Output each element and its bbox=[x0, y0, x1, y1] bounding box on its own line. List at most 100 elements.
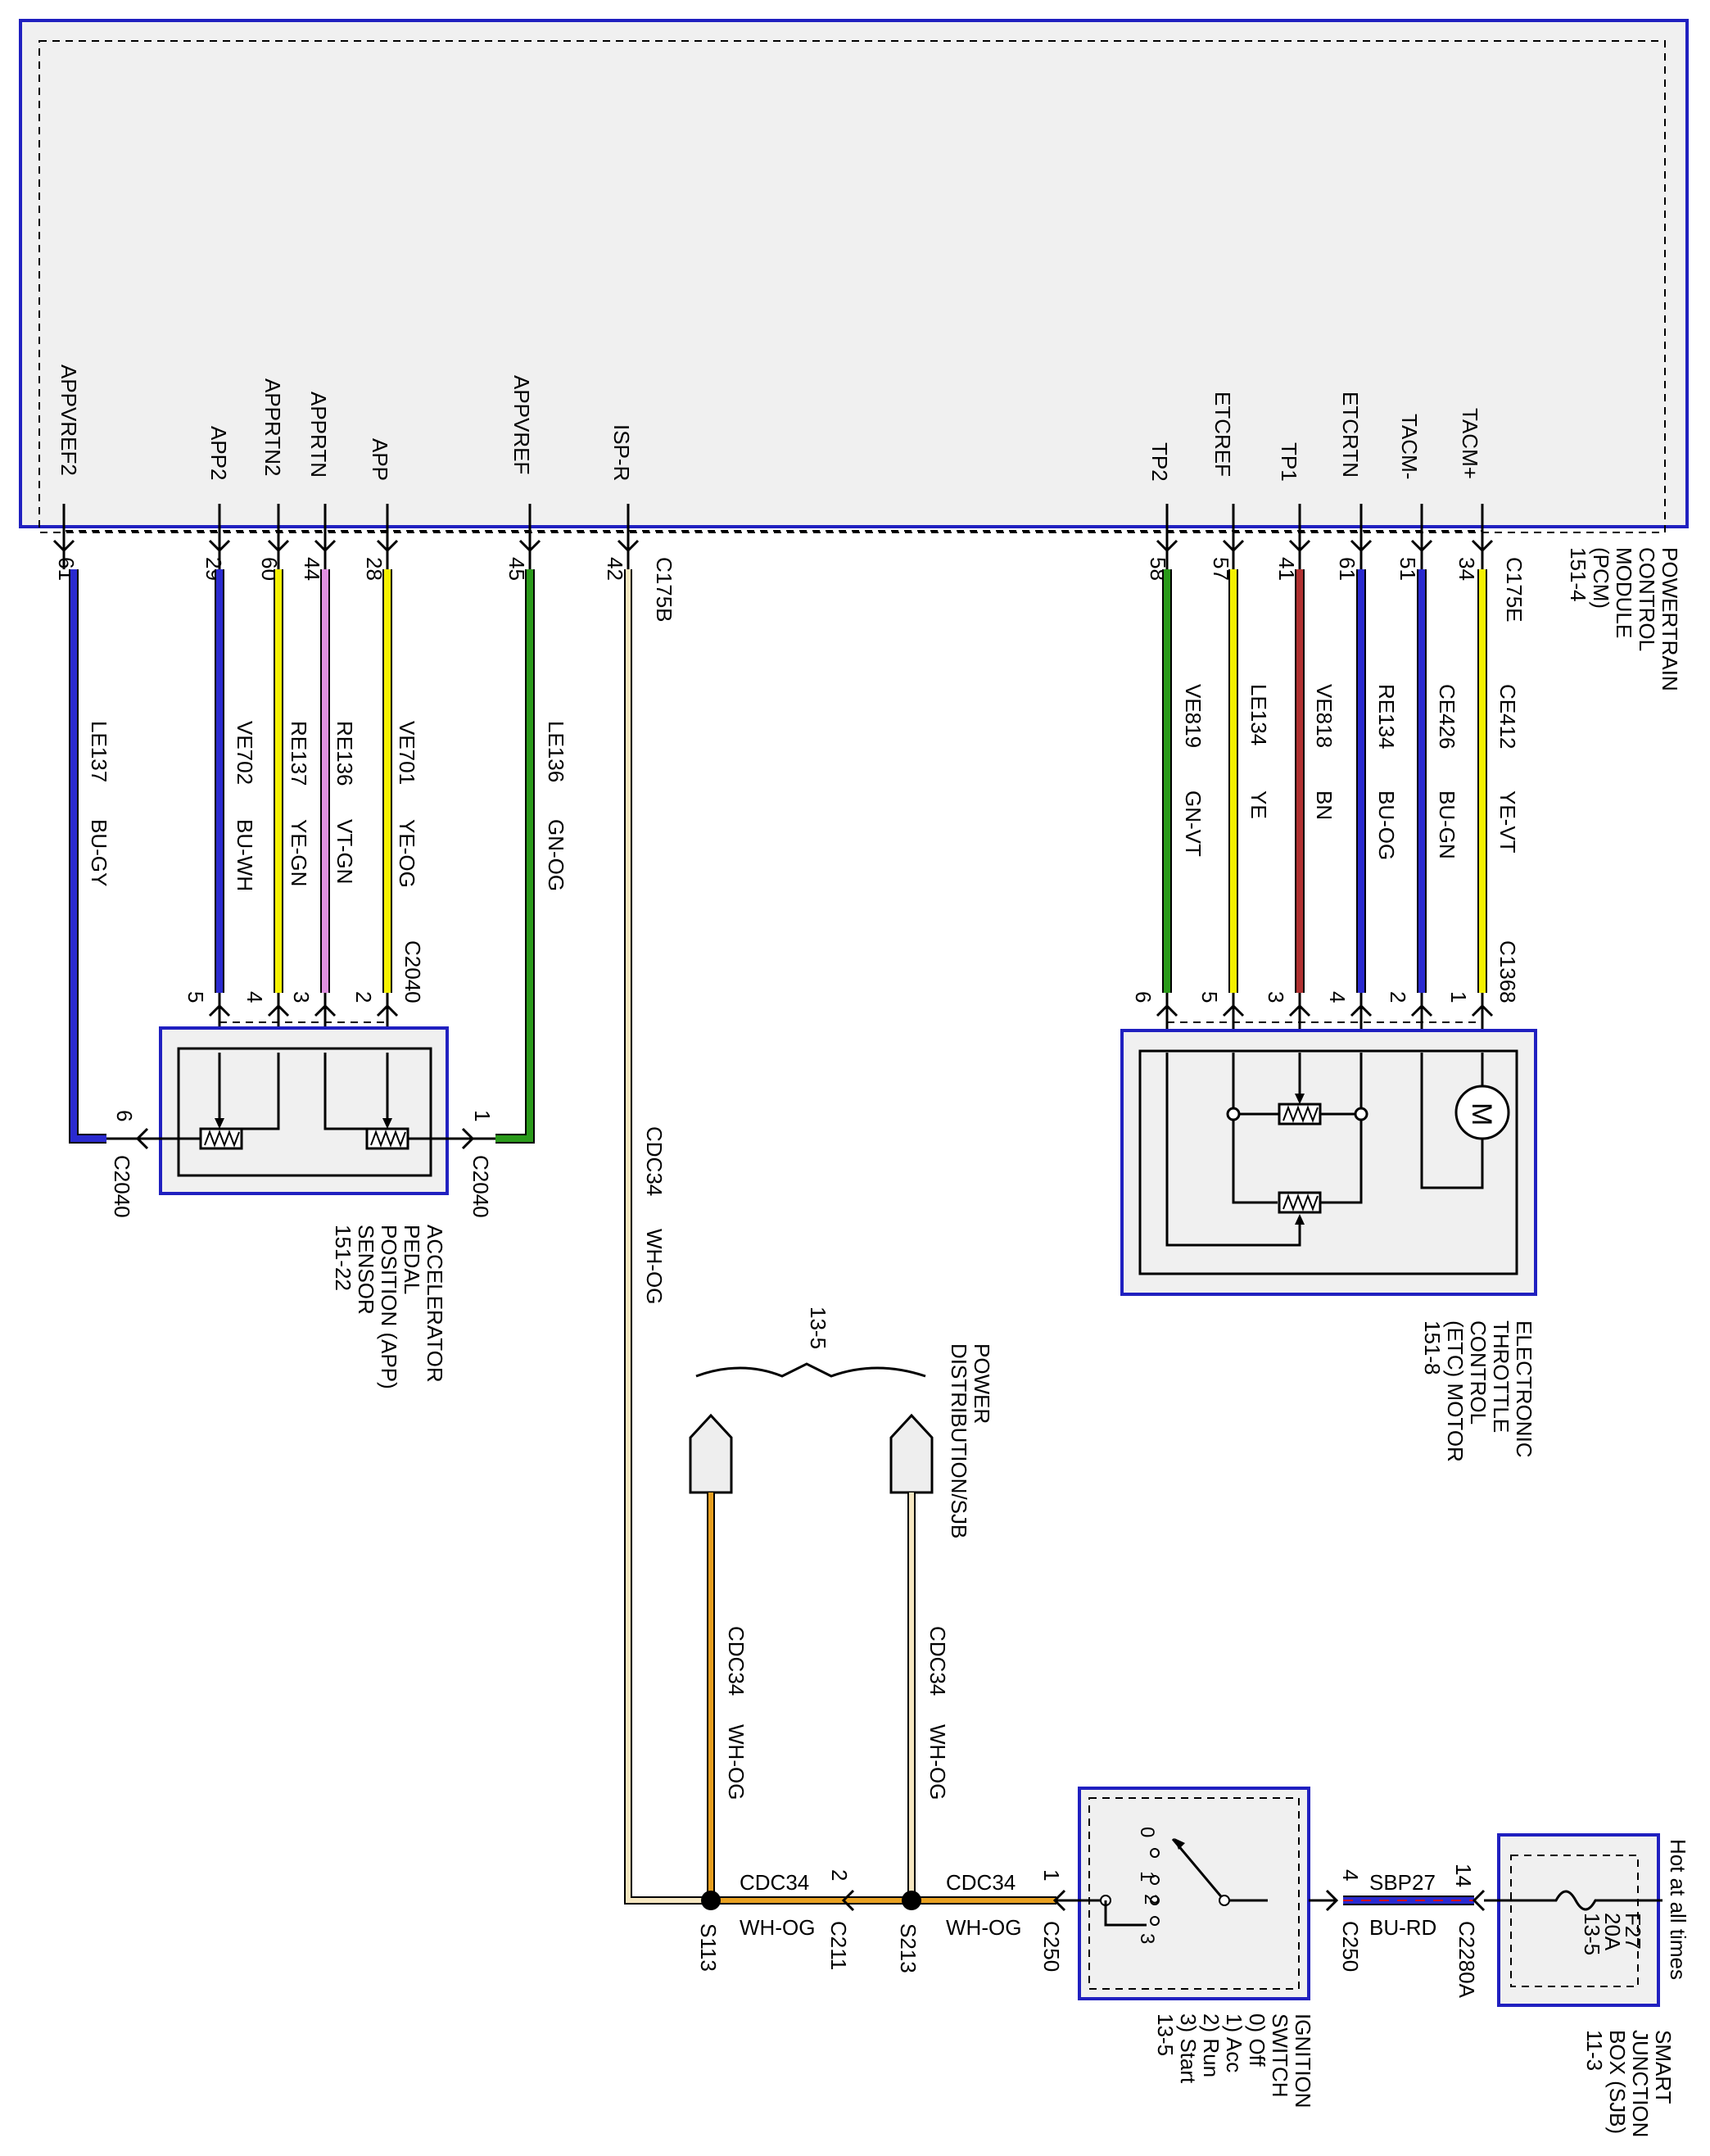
app-pin-1: 1 bbox=[470, 1110, 495, 1121]
pcm-arrow-2 bbox=[208, 504, 231, 569]
pcm-arrow-10 bbox=[1288, 504, 1311, 569]
label-bu-wh: BU-WH bbox=[233, 819, 257, 891]
label-ye-gn: YE-GN bbox=[287, 819, 311, 886]
sjb-label: SMART JUNCTION BOX (SJB) 11-3 bbox=[1582, 2030, 1676, 2137]
label-ve702: VE702 bbox=[233, 721, 257, 785]
pin-61-etc: 61 bbox=[1335, 557, 1359, 581]
pcm-outline bbox=[19, 19, 1689, 528]
signal-appvref: APPVREF bbox=[509, 375, 534, 474]
signal-tacm-plus: TACM+ bbox=[1458, 408, 1482, 479]
app-pin-5: 5 bbox=[183, 991, 208, 1003]
signal-app: APP bbox=[368, 438, 392, 481]
app-pin-6: 6 bbox=[112, 1110, 137, 1121]
etc-inner bbox=[1138, 1049, 1518, 1275]
pcm-connector-arrows bbox=[52, 504, 1494, 569]
wire-le137 bbox=[70, 569, 106, 1142]
etc-pin-1: 1 bbox=[1446, 991, 1471, 1003]
label-re136: RE136 bbox=[332, 721, 357, 786]
pcm-arrow-5 bbox=[376, 504, 399, 569]
pcm-arrow-9 bbox=[1222, 504, 1245, 569]
power-distribution: 13-5 POWER DISTRIBUTION/SJB CDC34 WH-OG … bbox=[689, 1307, 994, 1900]
app-left-arrow bbox=[106, 1127, 160, 1150]
app-right-arrow bbox=[447, 1127, 495, 1150]
connector-c2040-left: C2040 bbox=[110, 1155, 134, 1218]
wire-le136-outline bbox=[495, 569, 535, 1144]
connector-c175e: C175E bbox=[1502, 557, 1527, 623]
ign-contact-0 bbox=[1150, 1848, 1160, 1858]
label-gn-og: GN-OG bbox=[544, 819, 568, 891]
etc-int-etcref bbox=[1232, 1053, 1278, 1204]
signal-app2: APP2 bbox=[206, 426, 231, 481]
connector-c2040-right: C2040 bbox=[468, 1155, 493, 1218]
etc-int-etcrtn bbox=[1320, 1053, 1363, 1204]
label-ye-og: YE-OG bbox=[395, 819, 419, 888]
pin-34: 34 bbox=[1454, 557, 1479, 581]
etc-node-2 bbox=[1354, 1107, 1368, 1121]
etc-connector: C1368 6 5 3 4 2 1 bbox=[1131, 940, 1520, 1053]
app-int-wire-3 bbox=[323, 1053, 367, 1130]
pcm-arrow-7 bbox=[617, 504, 640, 569]
pcm-arrow-13 bbox=[1471, 504, 1494, 569]
pcm-name-line-4: (PCM) bbox=[1589, 547, 1613, 609]
etc-node-1 bbox=[1226, 1107, 1241, 1121]
pcm-name-line-3: MODULE bbox=[1612, 547, 1636, 638]
ignition-switch-label: IGNITION SWITCH 0) Off 1) Acc 2) Run 3) … bbox=[1153, 2013, 1315, 2108]
wire-isp bbox=[626, 569, 706, 1903]
ign-lever bbox=[1171, 1838, 1226, 1901]
app-sensor bbox=[106, 1026, 475, 1195]
label-ve819: VE819 bbox=[1181, 684, 1206, 748]
pd-terminal-1 bbox=[689, 1413, 733, 1494]
label-bu-gn: BU-GN bbox=[1435, 790, 1459, 859]
label-c211: C211 bbox=[826, 1921, 851, 1970]
ign-wire-start bbox=[1104, 1900, 1147, 1927]
pcm-label: POWERTRAIN CONTROL MODULE (PCM) 151-4 bbox=[1566, 547, 1682, 691]
pcm-arrow-4 bbox=[314, 504, 337, 569]
label-sbp27: SBP27 bbox=[1369, 1870, 1436, 1895]
etc-resistor-1 bbox=[1278, 1094, 1322, 1126]
etc-pin-3: 3 bbox=[1264, 991, 1288, 1003]
label-isp-wh-og: WH-OG bbox=[642, 1229, 667, 1304]
etc-int-tp2 bbox=[1165, 1053, 1301, 1247]
etc-name-line-1: ELECTRONIC bbox=[1512, 1320, 1536, 1458]
page-ref-brace bbox=[695, 1362, 926, 1378]
sjb-name-line-2: JUNCTION bbox=[1628, 2030, 1653, 2137]
wire-le136 bbox=[495, 569, 533, 1142]
signal-tp1: TP1 bbox=[1277, 442, 1301, 482]
app-sensor-inner bbox=[177, 1047, 432, 1177]
signal-etcrtn: ETCRTN bbox=[1338, 392, 1363, 478]
sjb-outline bbox=[1497, 1833, 1660, 2007]
smart-junction-box: F27 20A 13-5 Hot at all times bbox=[1484, 1833, 1690, 2007]
ign-pos-1: 1 bbox=[1136, 1871, 1158, 1882]
etc-wires bbox=[1162, 569, 1487, 993]
etc-pin-4: 4 bbox=[1325, 991, 1350, 1003]
pcm-name-line-5: 151-4 bbox=[1566, 547, 1590, 602]
ign-pivot bbox=[1219, 1895, 1230, 1906]
c211-pin: 2 bbox=[827, 1869, 852, 1881]
connector-c1368: C1368 bbox=[1495, 940, 1520, 1003]
app-wire-labels: LE137 BU-GY VE702 BU-WH RE137 YE-GN RE13… bbox=[87, 721, 568, 891]
label-bu-gy: BU-GY bbox=[87, 819, 111, 886]
etc-name-line-2: THROTTLE bbox=[1489, 1320, 1513, 1433]
label-seg2-circuit: CDC34 bbox=[946, 1870, 1016, 1895]
pin-42: 42 bbox=[603, 557, 627, 581]
pd-ref: 13-5 bbox=[806, 1307, 830, 1349]
signal-tacm-minus: TACM- bbox=[1397, 414, 1422, 479]
app-side-connectors: 6 C2040 1 C2040 bbox=[106, 1110, 495, 1218]
app-pin-2: 2 bbox=[351, 991, 376, 1003]
app-top-connector: C2040 5 4 3 2 bbox=[183, 940, 425, 1053]
pcm-pin-numbers: 61 29 60 44 28 45 42 C175B 58 57 41 61 5… bbox=[54, 557, 1527, 623]
etc-motor-label: ELECTRONIC THROTTLE CONTROL (ETC) MOTOR … bbox=[1420, 1320, 1536, 1462]
label-ye: YE bbox=[1246, 790, 1271, 819]
etc-name-line-4: (ETC) MOTOR bbox=[1443, 1320, 1468, 1462]
signal-apprtn: APPRTN bbox=[306, 392, 331, 478]
sjb-name-line-4: 11-3 bbox=[1582, 2030, 1607, 2071]
c250-pin-1: 1 bbox=[1039, 1869, 1064, 1881]
label-ce426: CE426 bbox=[1435, 684, 1459, 750]
label-re137: RE137 bbox=[287, 721, 311, 786]
ign-name-line-6: 3) Start bbox=[1176, 2013, 1201, 2084]
c2280a-arrow bbox=[1472, 1889, 1486, 1912]
label-s113: S113 bbox=[696, 1923, 721, 1972]
connector-c2040-top: C2040 bbox=[400, 940, 425, 1003]
label-bu-og: BU-OG bbox=[1374, 790, 1399, 860]
